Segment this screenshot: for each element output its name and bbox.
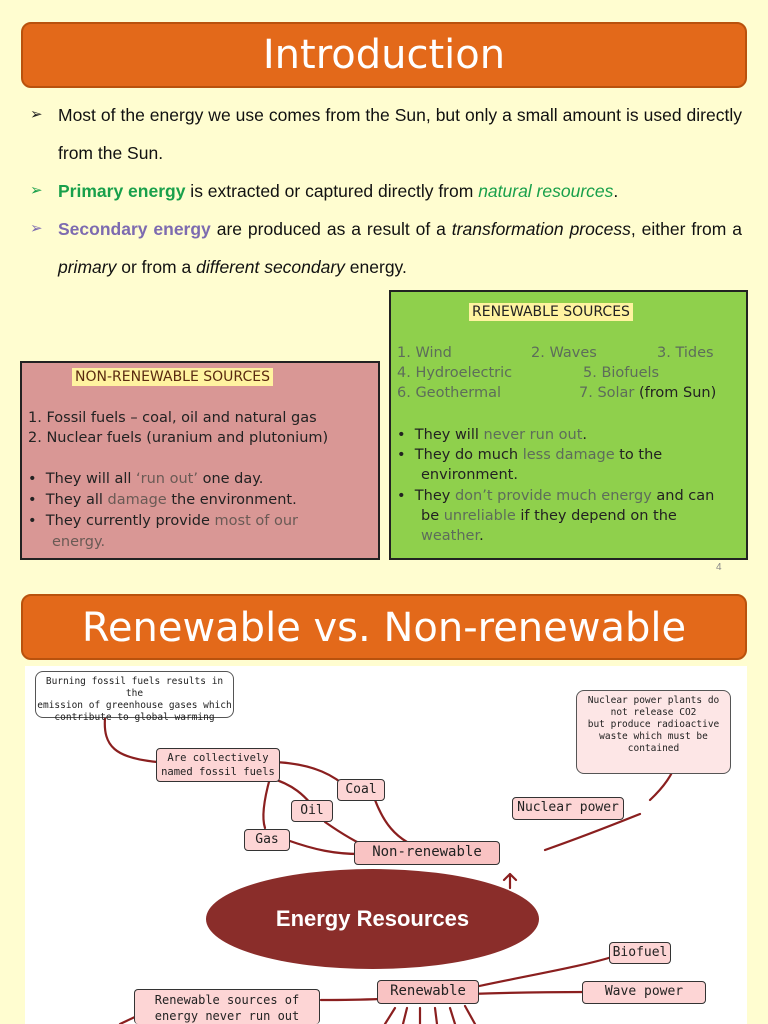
coal-node: Coal <box>337 779 385 801</box>
renewable-node: Renewable <box>377 980 479 1004</box>
section2-title: Renewable vs. Non-renewable <box>81 605 687 651</box>
bullet-text: energy. <box>344 257 407 277</box>
bullet-text: transformation process <box>451 219 631 239</box>
renewable-point-3: • They don’t provide much energy and can <box>397 488 715 504</box>
nonrenewable-point-2: • They all damage the environment. <box>28 492 297 508</box>
wave-power-node: Wave power <box>582 981 706 1004</box>
section2-title-banner: Renewable vs. Non-renewable <box>21 594 747 660</box>
bullet-2: ➢ Primary energy is extracted or capture… <box>30 172 742 210</box>
renewable-point-1: • They will never run out. <box>397 427 587 443</box>
renewable-title: RENEWABLE SOURCES <box>469 303 633 321</box>
fossil-fuels-node: Are collectively named fossil fuels <box>156 748 280 782</box>
primary-energy-term: Primary energy <box>58 181 186 201</box>
bullet-text: . <box>613 181 619 201</box>
bullet-text: , either from a <box>630 219 742 239</box>
nonrenewable-item-1: 1. Fossil fuels – coal, oil and natural … <box>28 410 317 426</box>
renewable-point-2-cont: environment. <box>421 467 518 483</box>
bullet-text: or from a <box>116 257 197 277</box>
bullet-1: ➢ Most of the energy we use comes from t… <box>30 96 742 172</box>
renewable-solar: 7. Solar (from Sun) <box>579 385 717 401</box>
nuclear-note: Nuclear power plants do not release CO2 … <box>576 690 731 774</box>
renewable-sources-box: RENEWABLE SOURCES 1. Wind 2. Waves 3. Ti… <box>389 290 748 560</box>
nonrenewable-title: NON-RENEWABLE SOURCES <box>72 368 273 386</box>
renewable-point-2: • They do much less damage to the <box>397 447 663 463</box>
renewable-hydroelectric: 4. Hydroelectric <box>397 365 513 381</box>
renewable-tides: 3. Tides <box>657 345 714 361</box>
nonrenewable-node: Non-renewable <box>354 841 500 865</box>
natural-resources-term: natural resources <box>478 181 614 201</box>
intro-bullets: ➢ Most of the energy we use comes from t… <box>30 96 742 286</box>
renewable-geothermal: 6. Geothermal <box>397 385 502 401</box>
bullet-text: are produced as a result of a <box>210 219 452 239</box>
page-number: 4 <box>716 562 722 573</box>
nonrenewable-item-2: 2. Nuclear fuels (uranium and plutonium) <box>28 430 329 446</box>
bullet-text: is extracted or captured directly from <box>185 181 479 201</box>
nonrenewable-point-3-cont: energy. <box>52 534 106 550</box>
renewable-waves: 2. Waves <box>531 345 597 361</box>
bullet-text: different secondary <box>196 257 345 277</box>
bullet-3: ➢ Secondary energy are produced as a res… <box>30 210 742 286</box>
burning-fossil-fuels-note: Burning fossil fuels results in the emis… <box>35 671 234 723</box>
arrow-bullet-icon: ➢ <box>30 106 43 123</box>
bullet-text: Most of the energy we use comes from the… <box>58 105 742 163</box>
intro-title-banner: Introduction <box>21 22 747 88</box>
energy-mind-map: Burning fossil fuels results in the emis… <box>25 666 747 1024</box>
nuclear-power-node: Nuclear power <box>512 797 624 820</box>
renewable-point-3-cont: be unreliable if they depend on the <box>421 508 677 524</box>
arrow-bullet-icon: ➢ <box>30 182 43 199</box>
secondary-energy-term: Secondary energy <box>58 219 211 239</box>
renewable-point-3-end: weather. <box>421 528 484 544</box>
bullet-text: primary <box>58 257 117 277</box>
biofuel-node: Biofuel <box>609 942 671 964</box>
nonrenewable-point-1: • They will all ‘run out’ one day. <box>28 471 264 487</box>
gas-node: Gas <box>244 829 290 851</box>
nonrenewable-sources-box: NON-RENEWABLE SOURCES 1. Fossil fuels – … <box>20 361 380 560</box>
renewable-biofuels: 5. Biofuels <box>583 365 660 381</box>
nonrenewable-point-3: • They currently provide most of our <box>28 513 298 529</box>
intro-title: Introduction <box>262 32 506 78</box>
energy-resources-center: Energy Resources <box>206 869 539 969</box>
renewable-note-node: Renewable sources of energy never run ou… <box>134 989 320 1024</box>
arrow-bullet-icon: ➢ <box>30 220 43 237</box>
renewable-wind: 1. Wind <box>397 345 452 361</box>
oil-node: Oil <box>291 800 333 822</box>
